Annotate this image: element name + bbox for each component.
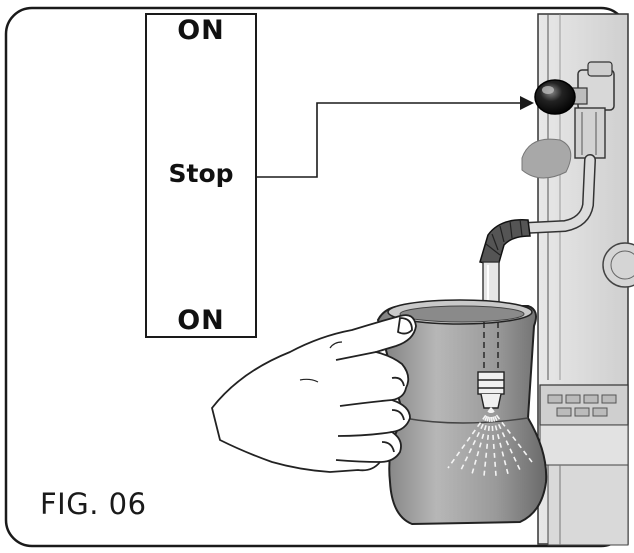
direction-indicator-panel: ON Stop ON	[145, 13, 257, 338]
steam-knob	[534, 79, 576, 115]
stop-label: Stop	[168, 159, 234, 188]
steam-valve	[521, 61, 615, 179]
hand	[211, 314, 417, 473]
on-top-label: ON	[177, 15, 225, 46]
on-bottom-label: ON	[177, 305, 225, 336]
milk-pitcher	[376, 299, 548, 526]
leader-line	[257, 96, 534, 178]
steam-spray	[447, 407, 533, 477]
figure-caption: FIG. 06	[40, 487, 147, 521]
wand-inside-pitcher	[477, 322, 505, 409]
